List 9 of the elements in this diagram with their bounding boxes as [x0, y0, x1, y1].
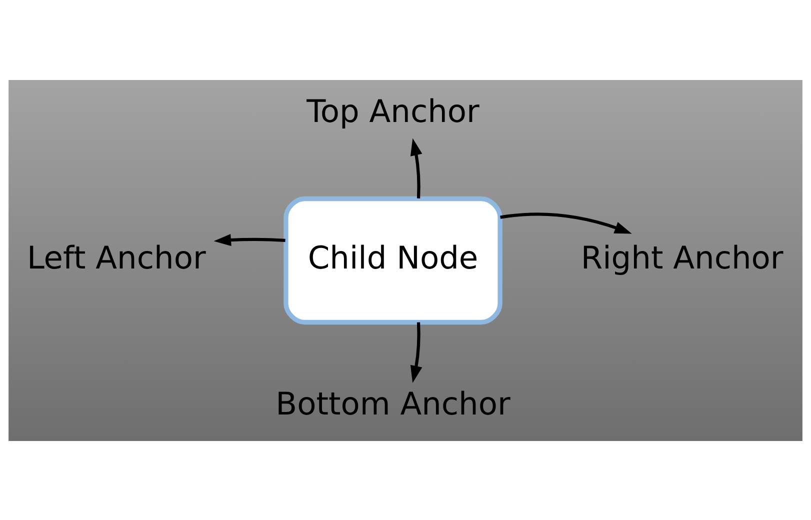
node-text: Bottom Anchor	[276, 386, 510, 422]
node-text: Top Anchor	[306, 94, 480, 130]
node-box: Child Node	[284, 196, 502, 324]
arrow	[214, 234, 286, 246]
arrow	[410, 138, 422, 198]
arrow	[500, 212, 632, 234]
node-text: Right Anchor	[580, 240, 784, 276]
arrow	[410, 322, 422, 382]
node-text: Left Anchor	[26, 240, 206, 276]
